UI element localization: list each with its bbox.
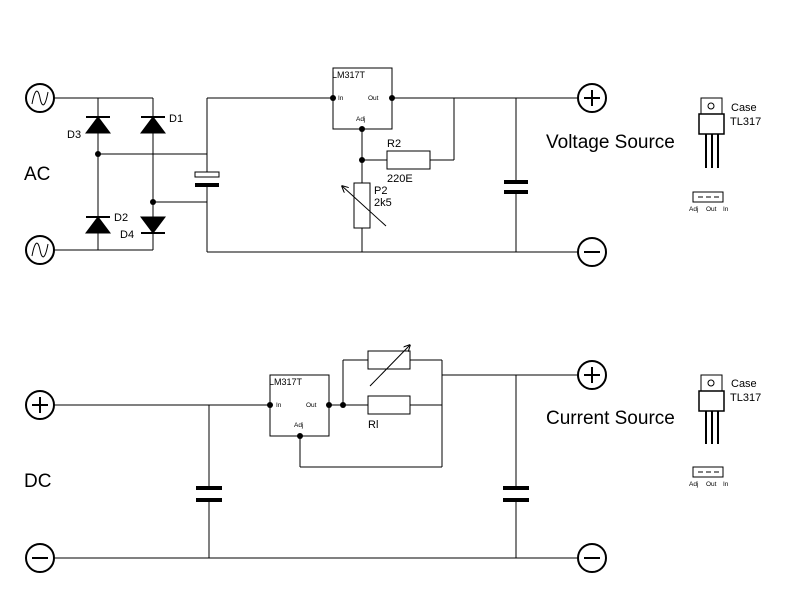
capacitor-icon	[196, 486, 222, 502]
p2-name-label: P2	[374, 185, 387, 197]
resistor-icon	[367, 395, 411, 415]
package-part-label: TL317	[730, 392, 761, 404]
resistor-icon	[386, 150, 431, 170]
diode-label-d3: D3	[67, 129, 81, 141]
capacitor-icon	[194, 171, 220, 187]
diode-label-d4: D4	[120, 229, 134, 241]
potentiometer-icon	[342, 182, 387, 229]
diode-icon	[140, 216, 166, 234]
plus-terminal-icon	[577, 83, 607, 113]
capacitor-icon	[503, 486, 529, 502]
minus-terminal-icon	[25, 543, 55, 573]
regulator-part-label: LM317T	[332, 70, 366, 80]
plus-terminal-icon	[577, 360, 607, 390]
minus-terminal-icon	[577, 543, 607, 573]
package-pin-in: In	[723, 481, 729, 488]
regulator-pin-out: Out	[306, 402, 317, 409]
current-source-circuit: DC LM317T In Out Adj	[24, 345, 761, 573]
diode-icon	[85, 216, 111, 234]
diode-label-d2: D2	[114, 212, 128, 224]
package-pin-in: In	[723, 206, 729, 213]
regulator-pin-out: Out	[368, 95, 379, 102]
package-pin-out: Out	[706, 206, 717, 213]
package-pin-adj: Adj	[689, 481, 698, 488]
regulator-pin-in: In	[338, 95, 344, 102]
regulator-pin-in: In	[276, 402, 282, 409]
package-case-label: Case	[731, 378, 757, 390]
regulator-package-icon	[692, 97, 725, 203]
dc-input-label: DC	[24, 471, 51, 492]
r2-name-label: R2	[387, 138, 401, 150]
ac-source-icon	[25, 83, 55, 113]
package-part-label: TL317	[730, 116, 761, 128]
plus-terminal-icon	[25, 390, 55, 420]
rl-name-label: Rl	[368, 419, 378, 431]
regulator-pin-adj: Adj	[356, 116, 365, 123]
voltage-source-title: Voltage Source	[546, 132, 675, 153]
capacitor-icon	[504, 180, 528, 194]
voltage-source-circuit: AC D3 D1 D2 D4	[24, 67, 761, 267]
p2-value-label: 2k5	[374, 197, 392, 209]
diode-label-d1: D1	[169, 113, 183, 125]
voltage-regulator: LM317T In Out Adj	[330, 67, 395, 132]
current-regulator: LM317T In Out Adj	[267, 374, 332, 439]
package-pin-out: Out	[706, 481, 717, 488]
potentiometer-icon	[367, 345, 410, 387]
regulator-part-label: LM317T	[269, 377, 303, 387]
package-case-label: Case	[731, 102, 757, 114]
regulator-package-icon	[692, 374, 725, 478]
r2-value-label: 220E	[387, 173, 413, 185]
regulator-pin-adj: Adj	[294, 422, 303, 429]
diode-icon	[85, 116, 111, 134]
ac-input-label: AC	[24, 164, 50, 185]
current-source-title: Current Source	[546, 408, 675, 429]
package-pin-adj: Adj	[689, 206, 698, 213]
minus-terminal-icon	[577, 237, 607, 267]
ac-source-icon	[25, 235, 55, 265]
diode-icon	[140, 116, 166, 134]
